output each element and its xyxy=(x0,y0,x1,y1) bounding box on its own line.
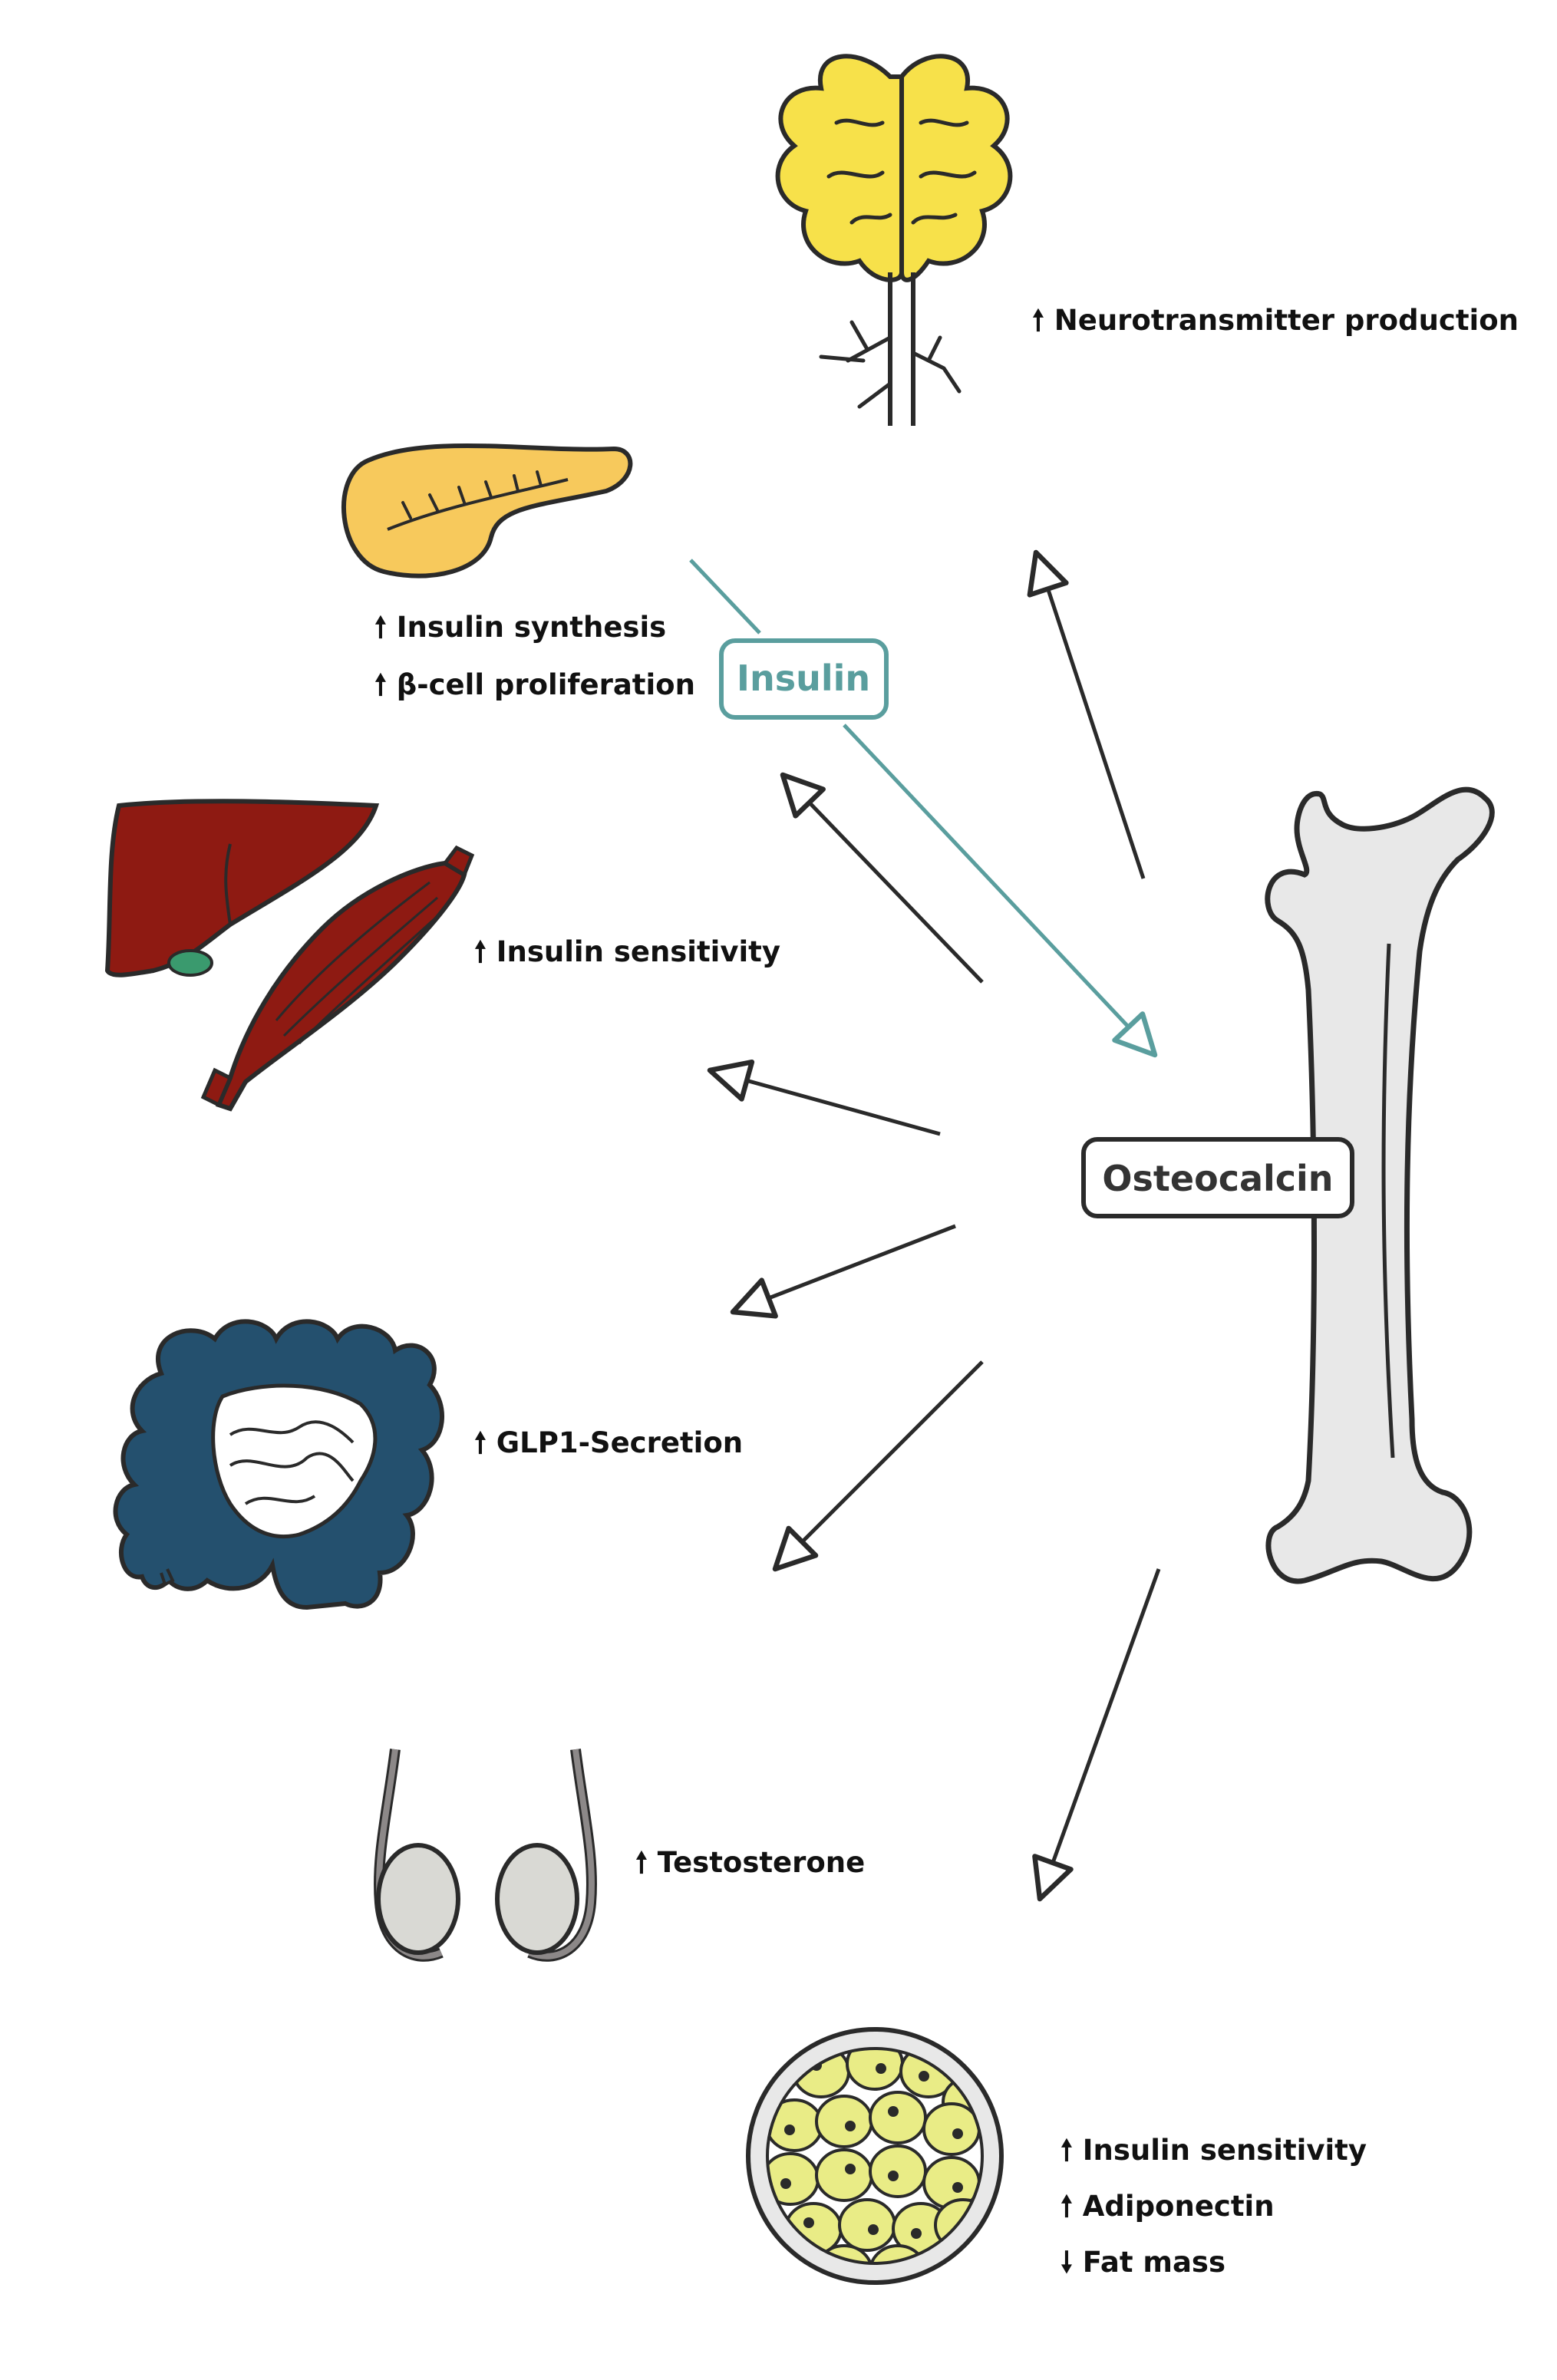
insulin-arrow xyxy=(689,559,1158,1058)
brain-effect-0: Neurotransmitter production xyxy=(1054,304,1519,337)
up-arrow-icon: 🠕 xyxy=(1061,2190,1073,2223)
adipocyte-cell xyxy=(869,2091,927,2144)
arrow-to-testes xyxy=(772,1360,984,1572)
arrow-to-intestine xyxy=(730,1224,956,1319)
adipocyte-cell xyxy=(869,2144,927,2198)
adipocyte-nucleus xyxy=(888,2171,899,2181)
osteocalcin-arrows xyxy=(707,549,1161,1902)
gallbladder-icon xyxy=(167,949,213,977)
osteocalcin-label: Osteocalcin xyxy=(1102,1158,1333,1199)
arrow-to-brain xyxy=(1027,549,1146,879)
up-arrow-icon: 🠕 xyxy=(635,1846,648,1879)
svg-text:🠕 Insulin synthesis: 🠕 Insulin synthesis xyxy=(374,611,666,644)
svg-text:🠕 Insulin sensitivity: 🠕 Insulin sensitivity xyxy=(474,935,780,968)
svg-text:🠕 Adiponectin: 🠕 Adiponectin xyxy=(1061,2190,1275,2223)
intestine-effect-0: GLP1-Secretion xyxy=(496,1426,743,1459)
pancreas-effects: 🠕 Insulin synthesis 🠕 β-cell proliferati… xyxy=(374,611,695,701)
brain-icon xyxy=(775,54,1013,426)
testes-effect-0: Testosterone xyxy=(658,1846,865,1879)
adipocyte-nucleus xyxy=(876,2063,886,2074)
adipocyte-nucleus xyxy=(911,2228,922,2239)
svg-text:🠗 Fat mass: 🠗 Fat mass xyxy=(1061,2246,1225,2279)
adipocyte-nucleus xyxy=(952,2128,963,2139)
up-arrow-icon: 🠕 xyxy=(474,935,487,968)
adipose-tissue-icon xyxy=(746,2027,1004,2285)
brain-effects: 🠕 Neurotransmitter production xyxy=(1032,304,1519,337)
up-arrow-icon: 🠕 xyxy=(374,611,387,644)
svg-text:🠕 Testosterone: 🠕 Testosterone xyxy=(635,1846,865,1879)
arrow-to-liver-muscle xyxy=(707,1059,941,1136)
svg-text:🠕 β-cell proliferation: 🠕 β-cell proliferation xyxy=(374,668,695,701)
intestine-effects: 🠕 GLP1-Secretion xyxy=(474,1426,743,1459)
liver-muscle-effect-0: Insulin sensitivity xyxy=(496,935,780,968)
up-arrow-icon: 🠕 xyxy=(474,1426,487,1459)
adipocyte-nucleus xyxy=(919,2071,929,2082)
muscle-icon xyxy=(200,845,475,1112)
bone-icon xyxy=(1265,786,1495,1584)
pancreas-effect-0: Insulin synthesis xyxy=(397,611,666,644)
adipose-effect-0: Insulin sensitivity xyxy=(1083,2134,1367,2167)
liver-muscle-effects: 🠕 Insulin sensitivity xyxy=(474,935,780,968)
adipocyte-nucleus xyxy=(952,2182,963,2193)
adipocyte-nucleus xyxy=(868,2224,879,2235)
svg-text:🠕 GLP1-Secretion: 🠕 GLP1-Secretion xyxy=(474,1426,743,1459)
adipocyte-cell xyxy=(838,2198,896,2252)
adipose-effect-2: Fat mass xyxy=(1083,2246,1225,2279)
adipocyte-cell xyxy=(815,2148,873,2202)
intestine-icon xyxy=(113,1319,444,1610)
adipocyte-nucleus xyxy=(784,2125,795,2135)
adipocyte-nucleus xyxy=(803,2217,814,2228)
adipose-effects: 🠕 Insulin sensitivity 🠕 Adiponectin 🠗 Fa… xyxy=(1061,2134,1367,2279)
testes-effects: 🠕 Testosterone xyxy=(635,1846,865,1879)
up-arrow-icon: 🠕 xyxy=(374,668,387,701)
svg-text:🠕 Insulin sensitivity: 🠕 Insulin sensitivity xyxy=(1061,2134,1367,2167)
pancreas-icon xyxy=(341,443,633,579)
arrow-to-pancreas xyxy=(780,772,984,984)
down-arrow-icon: 🠗 xyxy=(1061,2246,1073,2279)
up-arrow-icon: 🠕 xyxy=(1032,304,1044,337)
adipocyte-nucleus xyxy=(780,2178,791,2189)
svg-text:🠕 Neurotransmitter production: 🠕 Neurotransmitter production xyxy=(1032,304,1519,337)
insulin-label: Insulin xyxy=(737,658,870,699)
pancreas-effect-1: β-cell proliferation xyxy=(397,668,695,701)
arrow-to-adipose xyxy=(1032,1568,1161,1902)
testes-icon xyxy=(374,1749,597,1962)
liver-icon xyxy=(104,799,380,977)
adipocyte-cell xyxy=(815,2095,873,2148)
adipocyte-nucleus xyxy=(888,2106,899,2117)
adipocyte-nucleus xyxy=(845,2164,856,2174)
osteocalcin-box: Osteocalcin xyxy=(1081,1137,1354,1218)
up-arrow-icon: 🠕 xyxy=(1061,2134,1073,2167)
adipose-effect-1: Adiponectin xyxy=(1083,2190,1275,2223)
adipocyte-nucleus xyxy=(845,2121,856,2131)
insulin-box: Insulin xyxy=(719,638,889,720)
